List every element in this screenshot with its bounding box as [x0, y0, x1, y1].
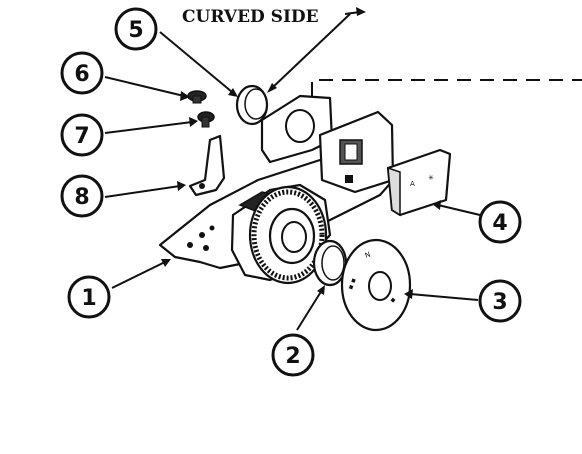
callout-5: 5 [114, 7, 158, 51]
svg-text:4: 4 [492, 211, 507, 236]
curved-side-leader [271, 13, 351, 89]
callout-2: 2 [271, 333, 315, 377]
curved-side-label: CURVED SIDE [182, 7, 319, 27]
part-upper-housing [260, 94, 395, 194]
svg-text:▪ ▪: ▪ ▪ [346, 277, 358, 291]
curved-side-tail-arrow [356, 7, 366, 16]
leader-3 [409, 293, 479, 301]
arrow-7 [189, 117, 198, 127]
dashed-reference-line [311, 79, 582, 96]
part-4-cap: A ✳ [386, 148, 452, 217]
leader-7 [104, 121, 193, 134]
callout-6: 6 [60, 51, 104, 95]
part-8-bracket [188, 134, 226, 197]
svg-text:3: 3 [492, 290, 507, 315]
svg-text:N: N [364, 251, 372, 260]
callout-4: 4 [478, 200, 522, 244]
callout-3: 3 [478, 279, 522, 323]
svg-text:✳: ✳ [428, 174, 434, 182]
arrow-6 [180, 91, 190, 101]
leader-8 [104, 185, 181, 198]
svg-text:2: 2 [285, 344, 300, 369]
leader-6 [104, 76, 185, 97]
part-6-screw [187, 90, 207, 104]
callout-8: 8 [60, 174, 104, 218]
svg-text:8: 8 [74, 185, 89, 210]
leader-1 [111, 261, 166, 289]
part-1-base-plate [158, 148, 397, 285]
callout-7: 7 [60, 113, 104, 157]
part-5-curved-lens [235, 84, 269, 126]
arrow-4 [432, 200, 441, 210]
part-3-dial: N ▪ ▪ ▪ [340, 238, 412, 332]
part-7-screw [197, 111, 215, 128]
svg-text:7: 7 [74, 124, 89, 149]
arrow-3 [404, 289, 413, 299]
arrow-5 [228, 88, 238, 97]
svg-text:6: 6 [74, 62, 89, 87]
svg-text:1: 1 [81, 286, 96, 311]
svg-text:▪: ▪ [389, 295, 398, 304]
leader-4 [437, 204, 481, 216]
svg-text:5: 5 [128, 18, 143, 43]
callout-1: 1 [67, 275, 111, 319]
svg-text:A: A [410, 180, 415, 188]
arrow-8 [177, 181, 186, 191]
leader-5 [159, 31, 233, 93]
arrow-2 [317, 285, 325, 295]
part-2-ring [312, 239, 348, 287]
leader-2 [296, 289, 323, 331]
arrow-1 [161, 259, 171, 267]
curved-side-arrowhead [267, 83, 277, 93]
